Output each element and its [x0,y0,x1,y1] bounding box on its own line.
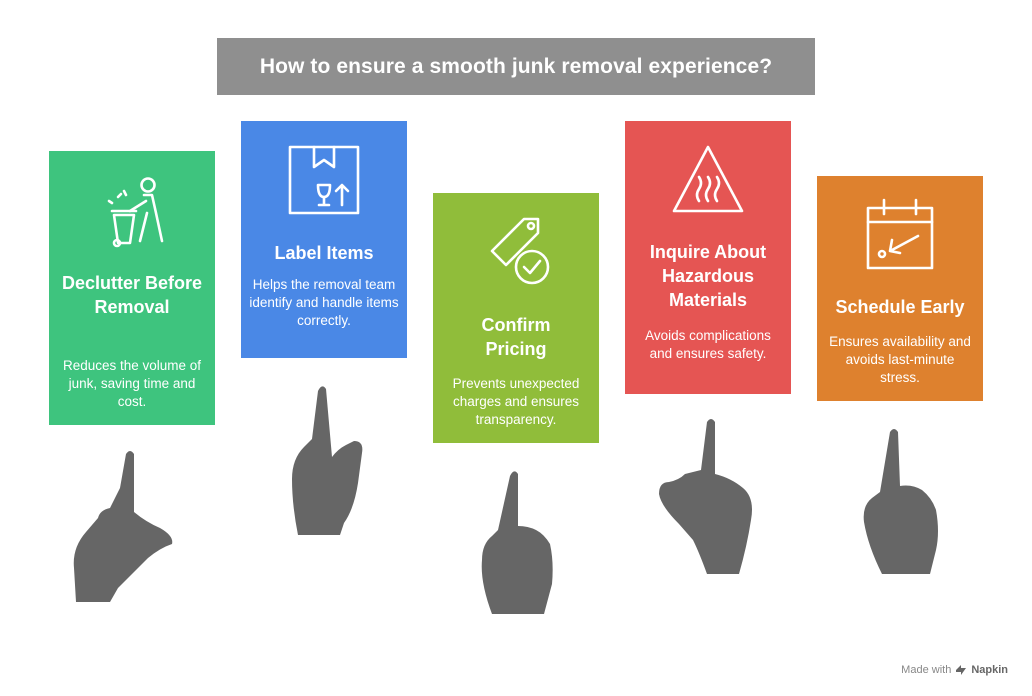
price-tag-check-icon [433,211,599,291]
card-declutter: Declutter Before Removal Reduces the vol… [49,151,215,425]
card-confirm-pricing: Confirm Pricing Prevents unexpected char… [433,193,599,443]
calendar-arrow-icon [817,196,983,276]
card-description: Ensures availability and avoids last-min… [829,334,971,385]
card-schedule-early: Schedule Early Ensures availability and … [817,176,983,401]
card-heading: Schedule Early [835,297,965,317]
card-label-items: Label Items Helps the removal team ident… [241,121,407,358]
card-heading: Confirm Pricing [481,315,551,359]
card-heading: Declutter Before Removal [61,273,203,317]
card-heading: Inquire About Hazardous Materials [649,242,767,310]
card-description: Helps the removal team identify and hand… [249,277,399,328]
footer-brand: Napkin [971,664,1008,676]
footer-attribution: Made with Napkin [901,664,1008,676]
hazard-warning-icon [625,139,791,219]
person-trash-icon [49,173,215,253]
card-description: Avoids complications and ensures safety. [645,328,771,361]
hand-pointer-icon [659,419,752,574]
labeled-box-icon [241,141,407,221]
card-description: Prevents unexpected charges and ensures … [452,376,580,427]
page-title: How to ensure a smooth junk removal expe… [217,38,815,95]
card-heading: Label Items [274,243,374,263]
card-hazardous-materials: Inquire About Hazardous Materials Avoids… [625,121,791,394]
napkin-logo-icon [956,665,967,675]
footer-prefix: Made with [901,664,952,676]
hand-pointer-icon [73,451,173,602]
hand-pointer-icon [481,471,553,614]
hand-pointer-icon [292,386,363,535]
card-description: Reduces the volume of junk, saving time … [62,358,202,409]
hand-pointer-icon [863,429,938,574]
